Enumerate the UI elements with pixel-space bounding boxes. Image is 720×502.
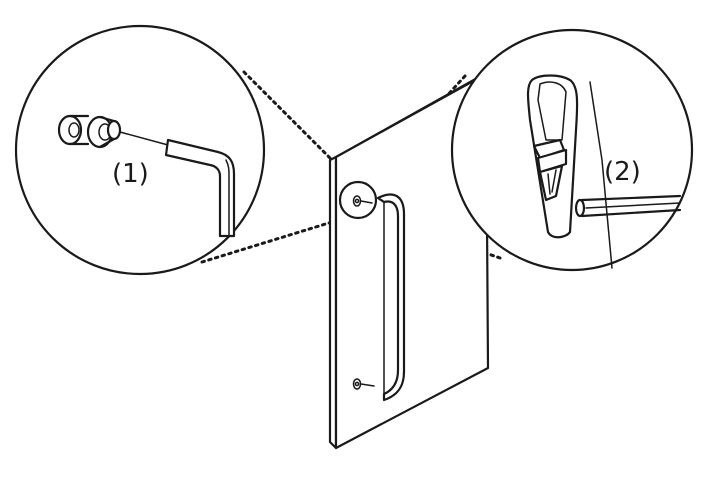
detail-circle-left: (1) [14,24,266,276]
bottom-mount-screw [352,378,375,390]
hex-key-icon [164,138,236,238]
callout-label-1: (1) [112,159,149,189]
screwdriver-icon [574,194,682,218]
refrigerator-door [328,72,490,450]
set-screw-icon [86,115,122,149]
handle-bracket-icon [526,74,579,239]
top-mount-screw [338,180,378,220]
door-handle [376,193,406,402]
set-screw-icon [57,114,90,146]
callout-label-2: (2) [604,157,641,187]
detail-circle-right: (2) [450,28,694,272]
